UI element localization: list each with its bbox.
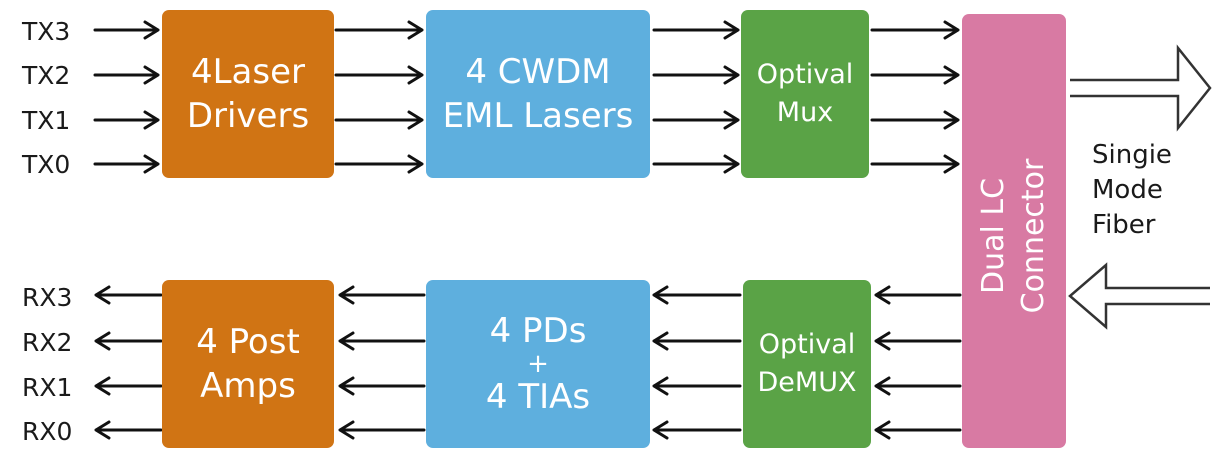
post-amps-line2: Amps [200, 366, 296, 406]
rx-arrow-3-2 [652, 420, 742, 440]
cwdm-lasers-line1: 4 CWDM [465, 52, 611, 92]
dual-lc-connector-block [962, 14, 1066, 448]
rx2-label: RX2 [22, 328, 73, 357]
rx-arrow-2-1 [338, 376, 426, 396]
connector-line2: Connector [1016, 158, 1051, 314]
tx-arrow-2-2 [652, 110, 740, 130]
rx-arrow-0-0 [94, 285, 163, 305]
tx-arrow-2-3 [870, 110, 960, 130]
optical-mux-line1: Optival [756, 59, 854, 90]
tx-arrow-1-2 [652, 65, 740, 85]
tx0-label: TX0 [22, 150, 71, 179]
tx-arrow-3-1 [334, 154, 424, 174]
pds-tias-block: 4 PDs + 4 TIAs [426, 280, 650, 448]
post-amps-block: 4 Post Amps [162, 280, 334, 448]
tx-arrow-1-3 [870, 65, 960, 85]
rx-arrow-0-1 [338, 285, 426, 305]
signal-arrows [93, 20, 962, 440]
tx-arrow-0-3 [870, 20, 960, 40]
tx-arrow-3-2 [652, 154, 740, 174]
fiber-line3: Fiber [1092, 210, 1156, 240]
tx1-label: TX1 [22, 106, 71, 135]
fiber-line1: Singie [1092, 140, 1172, 170]
pds-tias-plus: + [527, 349, 549, 379]
optical-mux-line2: Mux [776, 97, 834, 128]
rx-arrow-3-1 [338, 420, 426, 440]
tx-arrow-3-3 [870, 154, 960, 174]
rx-arrow-1-3 [874, 331, 962, 351]
rx1-label: RX1 [22, 373, 73, 402]
rx-arrow-2-2 [652, 376, 742, 396]
pds-tias-line3: 4 TIAs [485, 377, 591, 417]
tx-arrow-0-1 [334, 20, 424, 40]
rx3-label: RX3 [22, 283, 73, 312]
rx-arrow-0-2 [652, 285, 742, 305]
tx-arrow-2-1 [334, 110, 424, 130]
rx-arrow-3-0 [94, 420, 163, 440]
dual-lc-connector-label: Dual LC Connector [966, 86, 1062, 386]
tx-arrow-0-2 [652, 20, 740, 40]
pds-tias-line1: 4 PDs [489, 311, 587, 351]
cwdm-lasers-block: 4 CWDM EML Lasers [426, 10, 650, 178]
fiber-out-arrow [1070, 44, 1212, 132]
tx-arrow-1-0 [93, 65, 160, 85]
tx3-label: TX3 [22, 17, 71, 46]
tx-arrow-3-0 [93, 154, 160, 174]
optical-demux-block: Optival DeMUX [743, 280, 871, 448]
rx-arrow-1-1 [338, 331, 426, 351]
optical-demux-line1: Optival [758, 329, 856, 360]
tx2-label: TX2 [22, 61, 71, 90]
optical-demux-line2: DeMUX [757, 367, 857, 398]
post-amps-line1: 4 Post [196, 322, 300, 362]
fiber-line2: Mode [1092, 175, 1163, 205]
rx-arrow-2-3 [874, 376, 962, 396]
cwdm-lasers-line2: EML Lasers [442, 96, 634, 136]
tx-arrow-1-1 [334, 65, 424, 85]
rx-arrow-1-0 [94, 331, 163, 351]
connector-line1: Dual LC [976, 177, 1011, 295]
rx-arrow-0-3 [874, 285, 962, 305]
fiber-in-arrow [1068, 262, 1210, 330]
laser-drivers-line2: Drivers [186, 96, 310, 136]
optical-mux-block: Optival Mux [741, 10, 869, 178]
single-mode-fiber-label: Singie Mode Fiber [1092, 138, 1172, 243]
rx-arrow-1-2 [652, 331, 742, 351]
tx-arrow-0-0 [93, 20, 160, 40]
laser-drivers-line1: 4Laser [190, 52, 306, 92]
rx-arrow-3-3 [874, 420, 962, 440]
tx-arrow-2-0 [93, 110, 160, 130]
laser-drivers-block: 4Laser Drivers [162, 10, 334, 178]
rx0-label: RX0 [22, 417, 73, 446]
rx-arrow-2-0 [94, 376, 163, 396]
